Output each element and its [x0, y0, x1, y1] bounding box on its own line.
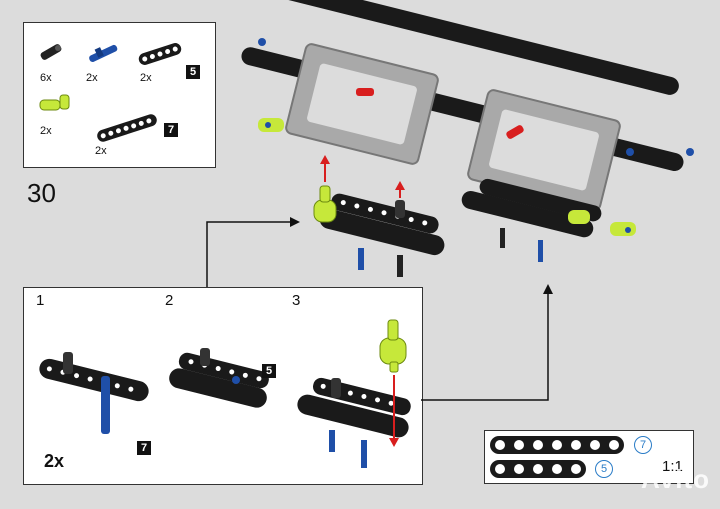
- main-assembly: [241, 0, 694, 262]
- beam-5-icon: [138, 43, 182, 65]
- substep-2-drawing: [169, 348, 269, 408]
- parts-qty-connector-lime: 2x: [40, 125, 52, 137]
- axle-pin-blue-icon: [89, 44, 118, 62]
- flow-arrows: [206, 221, 549, 401]
- parts-qty-pin-black: 6x: [40, 72, 52, 84]
- parts-length-badge-7: 7: [164, 123, 178, 137]
- scale-length-5: 5: [595, 460, 613, 478]
- scale-ratio: 1:1: [662, 458, 683, 475]
- watermark-logo: Avito: [640, 464, 710, 494]
- pin-black-icon: [40, 44, 62, 60]
- parts-qty-beam-7: 2x: [95, 145, 107, 157]
- connector-lime-icon: [39, 94, 70, 111]
- scale-beam-7: [490, 436, 624, 454]
- substep-label-3: 3: [292, 292, 301, 309]
- scale-beam-5: [490, 460, 586, 478]
- substep-multiplier: 2x: [44, 451, 65, 471]
- substep-label-1: 1: [36, 292, 45, 309]
- beam-7-icon: [97, 114, 157, 142]
- parts-qty-beam-5: 2x: [140, 72, 152, 84]
- parts-length-badge-5: 5: [186, 65, 200, 79]
- substep-1-drawing: [39, 352, 149, 434]
- substep-badge-7: 7: [137, 441, 151, 455]
- substep-3-drawing: [297, 319, 411, 468]
- substep-label-2: 2: [165, 292, 174, 309]
- parts-qty-axle-pin-blue: 2x: [86, 72, 98, 84]
- attach-subassembly: [313, 155, 445, 277]
- substep-badge-5: 5: [262, 364, 276, 378]
- step-number: 30: [27, 178, 56, 208]
- scale-length-7: 7: [634, 436, 652, 454]
